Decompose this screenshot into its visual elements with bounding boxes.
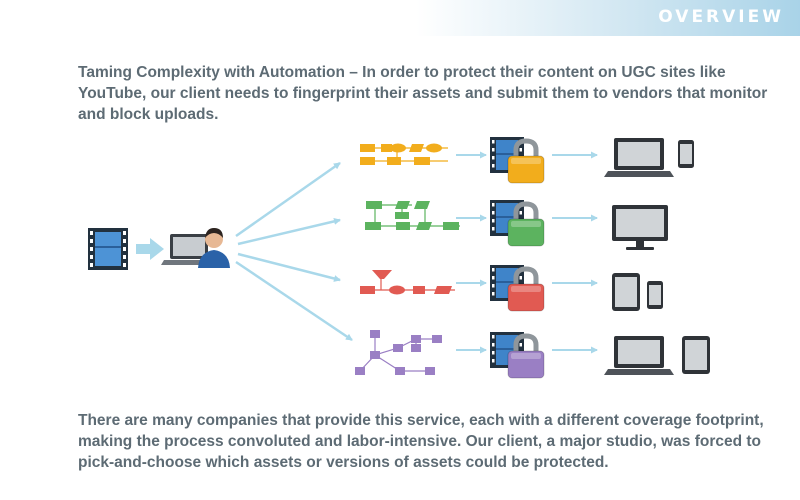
- fan-arrow: [235, 260, 353, 342]
- header-banner: OVERVIEW: [0, 0, 800, 36]
- vendor-row: [355, 330, 710, 379]
- workflow-icon: [360, 143, 448, 165]
- vendor-rows: [355, 137, 710, 379]
- tablet-icon: [612, 273, 640, 311]
- vendor-row: [365, 200, 668, 250]
- tablet-icon: [682, 336, 710, 374]
- padlock-icon: [507, 266, 545, 312]
- intro-paragraph: Taming Complexity with Automation – In o…: [78, 64, 768, 123]
- laptop-icon: [604, 138, 674, 177]
- workflow-icon: [355, 330, 442, 375]
- monitor-icon: [612, 205, 668, 250]
- padlock-icon: [507, 333, 545, 379]
- source-arrow: [136, 238, 164, 260]
- workflow-icon: [365, 201, 460, 230]
- fan-arrow: [237, 217, 341, 246]
- fan-arrow: [235, 161, 341, 238]
- laptop-icon: [604, 336, 674, 375]
- phone-icon: [678, 140, 694, 168]
- padlock-icon: [507, 138, 545, 184]
- fan-arrows: [235, 161, 353, 342]
- vendor-row: [360, 137, 694, 184]
- phone-icon: [647, 281, 663, 309]
- section-label: OVERVIEW: [658, 7, 784, 27]
- workflow-icon: [360, 270, 455, 295]
- user-icon: [198, 228, 230, 268]
- fan-arrow: [237, 252, 341, 282]
- vendor-row: [360, 265, 663, 312]
- padlock-icon: [507, 201, 545, 247]
- outro-paragraph: There are many companies that provide th…: [78, 412, 764, 471]
- source-film-icon: [88, 228, 128, 270]
